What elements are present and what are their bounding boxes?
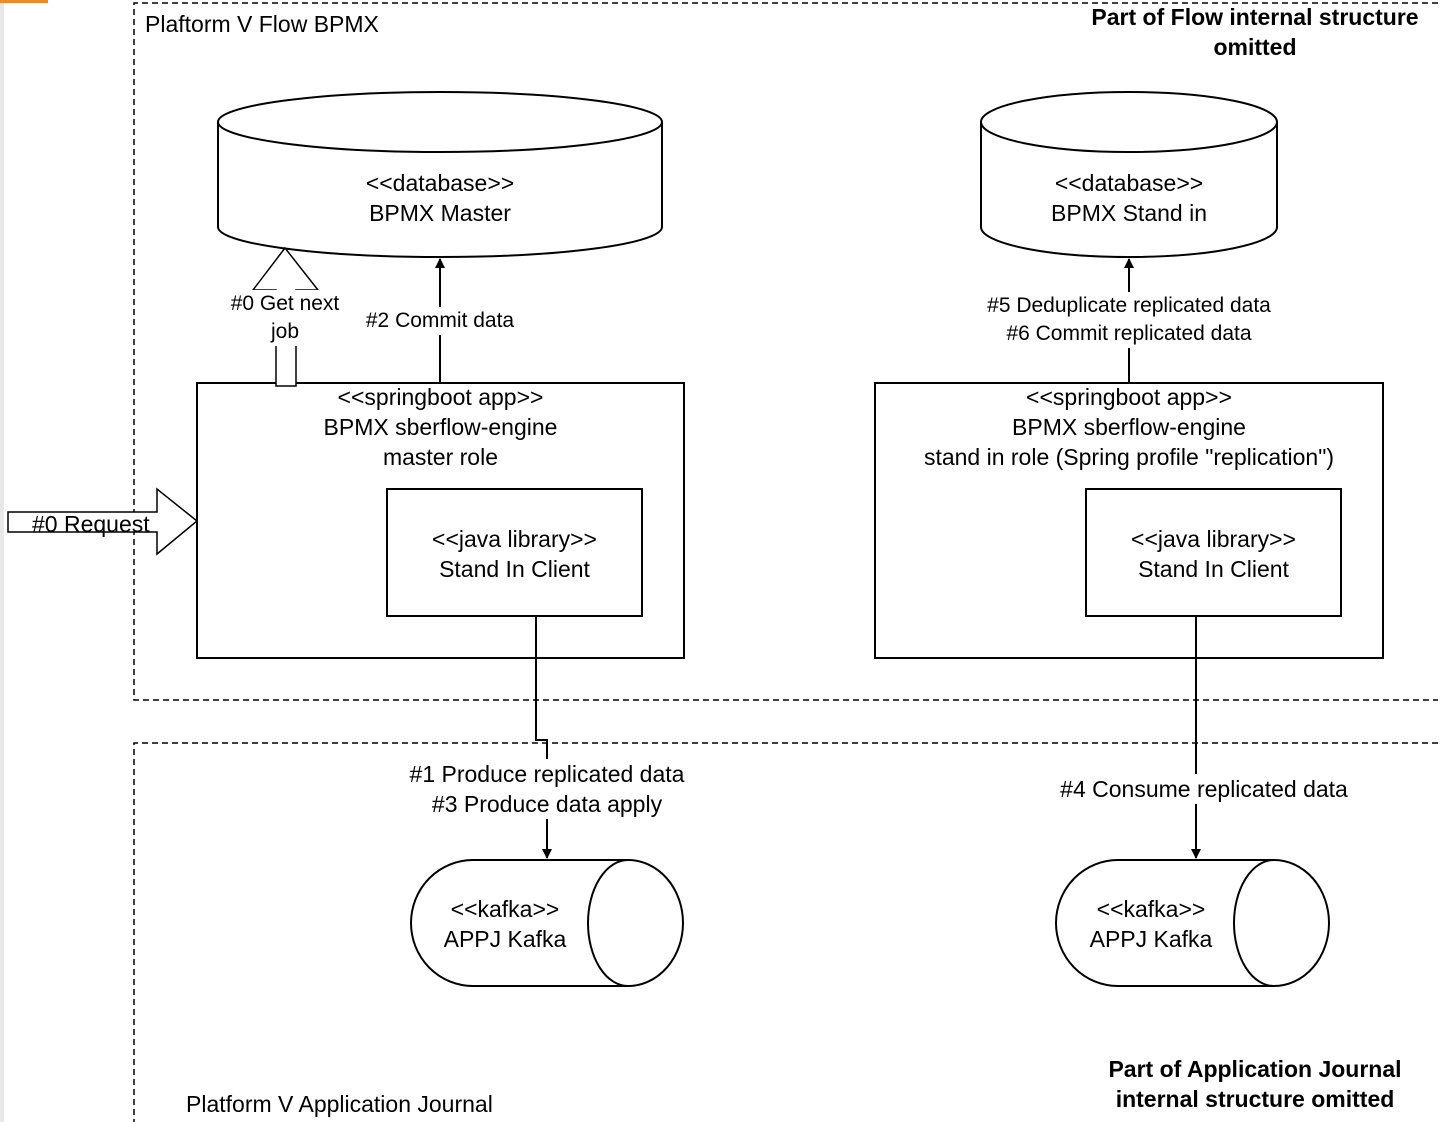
commit-data-label: #2 Commit data: [352, 307, 528, 335]
journal-container-border: [133, 742, 1438, 1122]
corner-accent: [0, 0, 48, 3]
kafka-left-label: <<kafka>> APPJ Kafka: [443, 896, 567, 952]
lib-master-label: <<java library>> Stand In Client: [432, 526, 597, 582]
kafka-right-shape[interactable]: [1055, 859, 1330, 987]
get-next-job-label: #0 Get next job: [220, 290, 350, 346]
app-master-label: <<springboot app>> BPMX sberflow-engine …: [323, 384, 558, 470]
journal-container-note: Part of Application Journal internal str…: [1108, 1056, 1402, 1112]
flow-container-title: Plaftorm V Flow BPMX: [145, 11, 379, 37]
kafka-left-shape[interactable]: [410, 859, 684, 987]
lib-standin-label: <<java library>> Stand In Client: [1131, 526, 1296, 582]
consume-label: #4 Consume replicated data: [1040, 774, 1368, 804]
flow-container-note: Part of Flow internal structure omitted: [1091, 4, 1419, 60]
journal-container-title: Platform V Application Journal: [186, 1091, 493, 1117]
produce-label: #1 Produce replicated data #3 Produce da…: [388, 759, 706, 819]
left-edge-strip: [0, 0, 4, 1122]
db-master-label: <<database>> BPMX Master: [365, 170, 515, 226]
request-label: #0 Request: [32, 511, 150, 537]
lib-master-box[interactable]: [386, 488, 643, 617]
app-standin-label: <<springboot app>> BPMX sberflow-engine …: [923, 384, 1335, 470]
kafka-right-label: <<kafka>> APPJ Kafka: [1089, 896, 1213, 952]
dedup-commit-label: #5 Deduplicate replicated data #6 Commit…: [960, 292, 1298, 348]
request-arrow[interactable]: [7, 487, 199, 556]
lib-standin-box[interactable]: [1085, 488, 1342, 617]
db-standin-label: <<database>> BPMX Stand in: [1051, 170, 1207, 226]
db-master-shape[interactable]: [217, 91, 663, 258]
db-standin-shape[interactable]: [980, 91, 1278, 258]
flow-container-border: [133, 2, 1438, 701]
